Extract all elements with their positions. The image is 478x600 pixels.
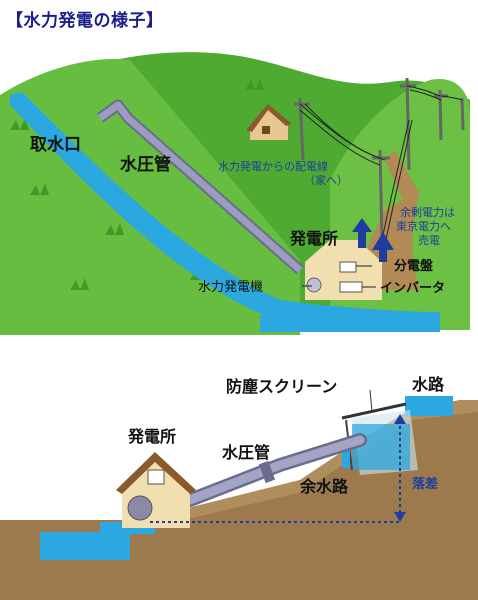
label-turbine: 水力発電機 xyxy=(198,280,263,295)
top-leader-lines xyxy=(302,265,376,288)
label-surplus-2: 東京電力へ xyxy=(396,219,451,233)
powerhouse-window xyxy=(147,469,165,485)
label-top-penstock: 水圧管 xyxy=(120,154,171,175)
label-surplus-1: 余剰電力は xyxy=(400,205,455,219)
dust-screen xyxy=(341,402,407,420)
generator-unit xyxy=(306,277,322,293)
grass-tufts xyxy=(10,78,264,290)
page-title: 【水力発電の様子】 xyxy=(6,11,164,31)
top-diagram: 取水口 水圧管 発電所 水力発電機 分電盤 インバータ 水力発電からの配電線 （… xyxy=(0,52,470,335)
label-top-powerhouse: 発電所 xyxy=(289,229,338,248)
label-dust-screen: 防塵スクリーン xyxy=(226,377,337,396)
bottom-lower-water xyxy=(40,532,130,560)
power-lines xyxy=(299,85,463,241)
top-water-lower xyxy=(260,315,440,332)
label-distribution-home: （家へ） xyxy=(304,173,348,187)
label-distribution-line: 水力発電からの配電線 xyxy=(218,159,328,173)
spillway-water xyxy=(342,438,350,468)
top-penstock-highlight xyxy=(97,101,303,273)
label-switchboard: 分電盤 xyxy=(394,258,434,274)
label-inverter: インバータ xyxy=(380,281,445,296)
top-arrows xyxy=(352,218,394,262)
dirt-road-branch xyxy=(385,150,420,205)
top-powerhouse xyxy=(305,240,382,300)
up-arrow-home xyxy=(352,218,372,248)
dust-screen-leader xyxy=(369,389,373,413)
top-water-stream xyxy=(10,92,440,330)
penstock-joint xyxy=(258,460,276,484)
hill-house xyxy=(246,104,292,140)
turbine-housing xyxy=(127,495,153,521)
label-spillway: 余水路 xyxy=(299,477,349,496)
label-surplus-3: 売電 xyxy=(418,234,440,247)
upper-channel-water xyxy=(405,396,453,416)
label-bottom-powerhouse: 発電所 xyxy=(127,427,176,446)
label-channel: 水路 xyxy=(412,375,445,394)
label-bottom-penstock: 水圧管 xyxy=(222,443,270,462)
label-intake: 取水口 xyxy=(30,134,81,155)
left-hill xyxy=(0,59,300,335)
bottom-diagram: 防塵スクリーン 水路 発電所 水圧管 余水路 落差 xyxy=(0,375,478,600)
label-head: 落差 xyxy=(412,476,438,492)
bottom-powerhouse xyxy=(116,452,196,528)
inverter-box xyxy=(339,281,363,293)
switchboard-box xyxy=(339,261,357,273)
head-indicator xyxy=(150,414,406,523)
up-arrow-grid xyxy=(372,232,394,262)
